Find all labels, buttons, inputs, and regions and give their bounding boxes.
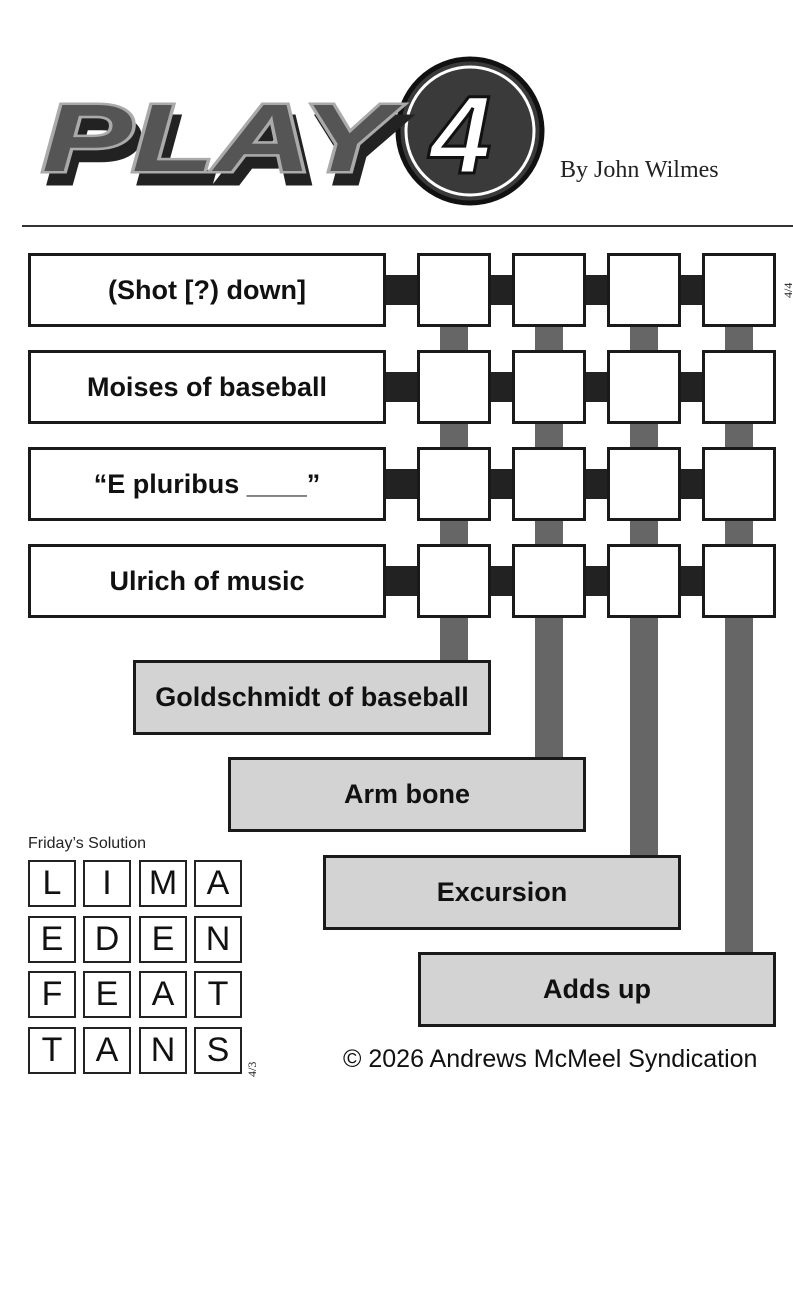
solution-cell: D: [83, 916, 131, 963]
answer-cell[interactable]: [702, 350, 776, 424]
solution-cell: E: [139, 916, 187, 963]
answer-cell[interactable]: [417, 253, 491, 327]
row-clue: Moises of baseball: [28, 350, 386, 424]
answer-cell[interactable]: [417, 447, 491, 521]
solution-cell: I: [83, 860, 131, 907]
solution-cell: N: [194, 916, 242, 963]
answer-cell[interactable]: [607, 544, 681, 618]
solution-date-code: 4/3: [245, 1061, 259, 1077]
answer-cell[interactable]: [512, 253, 586, 327]
column-clue: Goldschmidt of baseball: [133, 660, 491, 735]
answer-cell[interactable]: [607, 350, 681, 424]
solution-cell: N: [139, 1027, 187, 1074]
column-clue: Adds up: [418, 952, 776, 1027]
svg-text:PLAY: PLAY: [42, 85, 403, 192]
answer-cell[interactable]: [607, 447, 681, 521]
solution-cell: E: [28, 916, 76, 963]
answer-cell[interactable]: [417, 544, 491, 618]
solution-cell: F: [28, 971, 76, 1018]
answer-cell[interactable]: [512, 350, 586, 424]
solution-title: Friday’s Solution: [28, 835, 146, 852]
answer-cell[interactable]: [512, 447, 586, 521]
row-clue: Ulrich of music: [28, 544, 386, 618]
answer-cell[interactable]: [702, 447, 776, 521]
answer-cell[interactable]: [417, 350, 491, 424]
answer-cell[interactable]: [702, 544, 776, 618]
column-clue: Arm bone: [228, 757, 586, 832]
solution-cell: A: [83, 1027, 131, 1074]
byline: By John Wilmes: [560, 157, 719, 183]
column-clue: Excursion: [323, 855, 681, 930]
row-clue: (Shot [?) down]: [28, 253, 386, 327]
header-divider: [22, 225, 793, 227]
solution-cell: S: [194, 1027, 242, 1074]
solution-cell: M: [139, 860, 187, 907]
solution-cell: T: [28, 1027, 76, 1074]
column-connector: [725, 323, 753, 952]
solution-cell: A: [139, 971, 187, 1018]
solution-cell: T: [194, 971, 242, 1018]
puzzle-date-code: 4/4: [781, 282, 793, 298]
answer-cell[interactable]: [607, 253, 681, 327]
answer-cell[interactable]: [702, 253, 776, 327]
row-clue: “E pluribus ____”: [28, 447, 386, 521]
copyright: © 2026 Andrews McMeel Syndication: [343, 1045, 758, 1073]
logo: PLAY 4: [38, 55, 548, 207]
answer-cell[interactable]: [512, 544, 586, 618]
svg-text:4: 4: [428, 74, 491, 197]
solution-cell: E: [83, 971, 131, 1018]
solution-cell: A: [194, 860, 242, 907]
solution-cell: L: [28, 860, 76, 907]
